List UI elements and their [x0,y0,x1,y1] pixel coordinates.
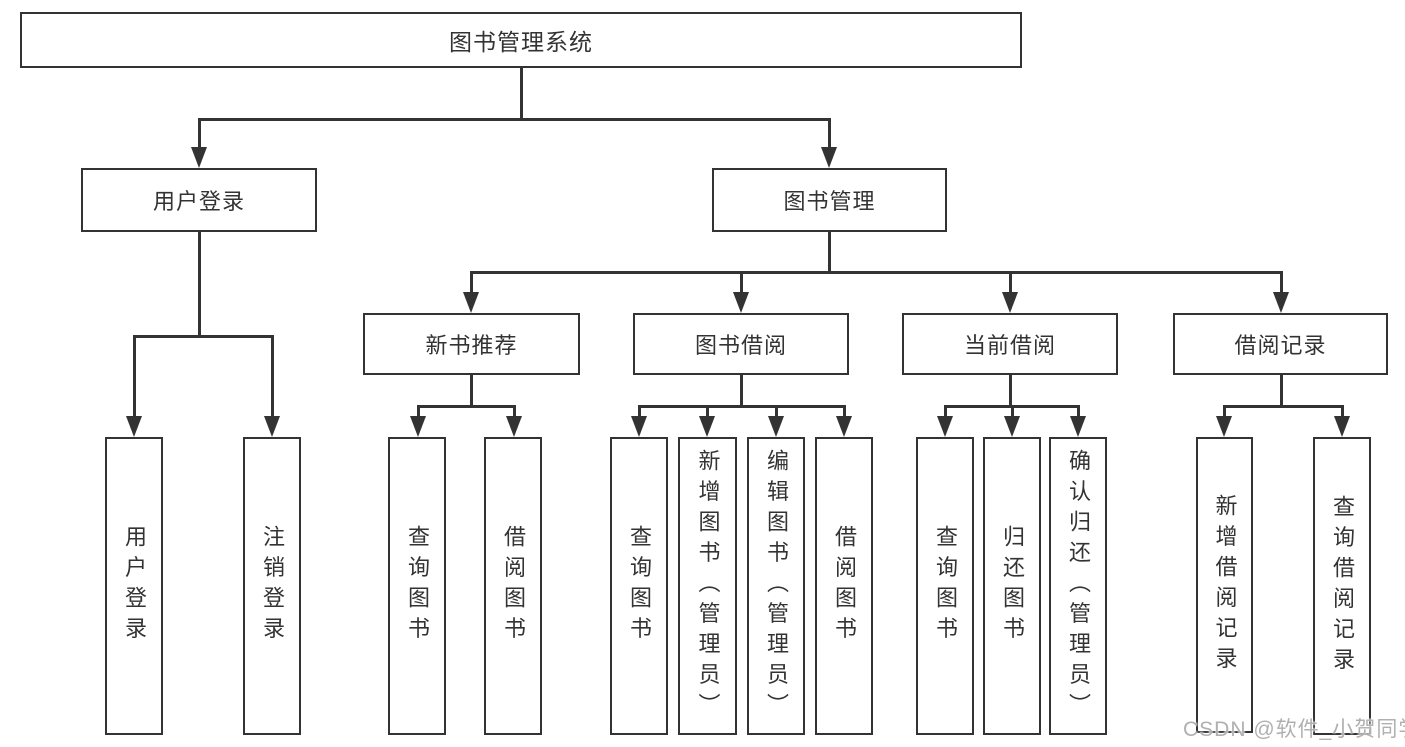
leaf-label: 新增图书（管理员） [695,448,721,724]
arrowhead [821,147,837,168]
connector [270,336,274,418]
connector [1222,404,1344,408]
arrowhead [836,416,852,437]
connector [1010,406,1014,418]
connector [469,375,473,408]
leaf-label: 查询图书 [933,525,958,647]
leaf-label: 注销登录 [260,525,285,647]
leaf-add-book-admin: 新增图书（管理员） [678,437,737,735]
connector [132,334,274,338]
arrowhead [733,292,749,313]
connector [943,406,947,418]
leaf-label: 查询图书 [627,525,652,647]
connector [469,272,473,294]
arrowhead [126,416,142,437]
arrowhead [699,416,715,437]
connector [739,375,743,408]
leaf-return-books: 归还图书 [983,437,1041,735]
connector [1222,406,1226,418]
leaf-confirm-return-admin: 确认归还（管理员） [1049,437,1107,735]
connector [637,404,846,408]
arrowhead [631,416,647,437]
arrowhead [1273,292,1289,313]
leaf-logout: 注销登录 [243,437,301,735]
leaf-label: 确认归还（管理员） [1066,448,1091,724]
arrowhead [1070,416,1086,437]
leaf-edit-book-admin: 编辑图书（管理员） [747,437,805,735]
leaf-add-borrow-record: 新增借阅记录 [1196,437,1253,733]
csdn-watermark: CSDN @软件_小贺同学 [1183,718,1405,741]
connector [1008,375,1012,408]
connector [132,336,136,418]
connector [1279,272,1283,294]
arrowhead [768,416,784,437]
leaf-query-books-current: 查询图书 [916,437,974,735]
node-user-login: 用户登录 [81,168,317,232]
connector [1008,272,1012,294]
arrowhead [410,416,426,437]
leaf-borrow-books-recommend: 借阅图书 [484,437,542,735]
arrowhead [1002,292,1018,313]
connector [827,232,831,274]
node-book-management: 图书管理 [712,168,947,232]
connector [512,406,516,418]
leaf-label: 借阅图书 [832,525,857,647]
connector [705,406,709,418]
connector [842,406,846,418]
arrowhead [264,416,280,437]
connector [637,406,641,418]
node-current-borrowing: 当前借阅 [902,313,1118,375]
leaf-label: 借阅图书 [501,525,526,647]
arrowhead [506,416,522,437]
leaf-label: 查询图书 [405,525,430,647]
connector [416,404,516,408]
arrowhead [1004,416,1020,437]
node-library-system: 图书管理系统 [20,12,1022,68]
leaf-label: 归还图书 [1000,525,1025,647]
arrowhead [1216,416,1232,437]
node-book-borrowing: 图书借阅 [633,313,849,375]
leaf-query-books-borrowing: 查询图书 [610,437,668,735]
connector [1279,375,1283,408]
leaf-label: 新增借阅记录 [1212,493,1238,677]
connector [1076,406,1080,418]
arrowhead [1334,416,1350,437]
leaf-query-borrow-record: 查询借阅记录 [1313,437,1371,735]
connector [416,406,420,418]
connector [739,272,743,294]
arrowhead [463,292,479,313]
leaf-label: 编辑图书（管理员） [764,448,789,724]
leaf-label: 查询借阅记录 [1330,494,1355,678]
connector [774,406,778,418]
connector [197,232,201,337]
leaf-label: 用户登录 [122,525,147,647]
connector [469,270,1283,274]
arrowhead [191,147,207,168]
connector [197,117,831,121]
connector [1340,406,1344,418]
arrowhead [937,416,953,437]
leaf-query-books-recommend: 查询图书 [388,437,446,735]
node-borrowing-records: 借阅记录 [1173,313,1388,375]
connector [519,68,523,120]
leaf-user-login: 用户登录 [105,437,163,735]
connector [827,119,831,150]
node-new-book-recommend: 新书推荐 [363,313,580,375]
connector [197,119,201,150]
leaf-borrow-books-borrowing: 借阅图书 [815,437,873,735]
